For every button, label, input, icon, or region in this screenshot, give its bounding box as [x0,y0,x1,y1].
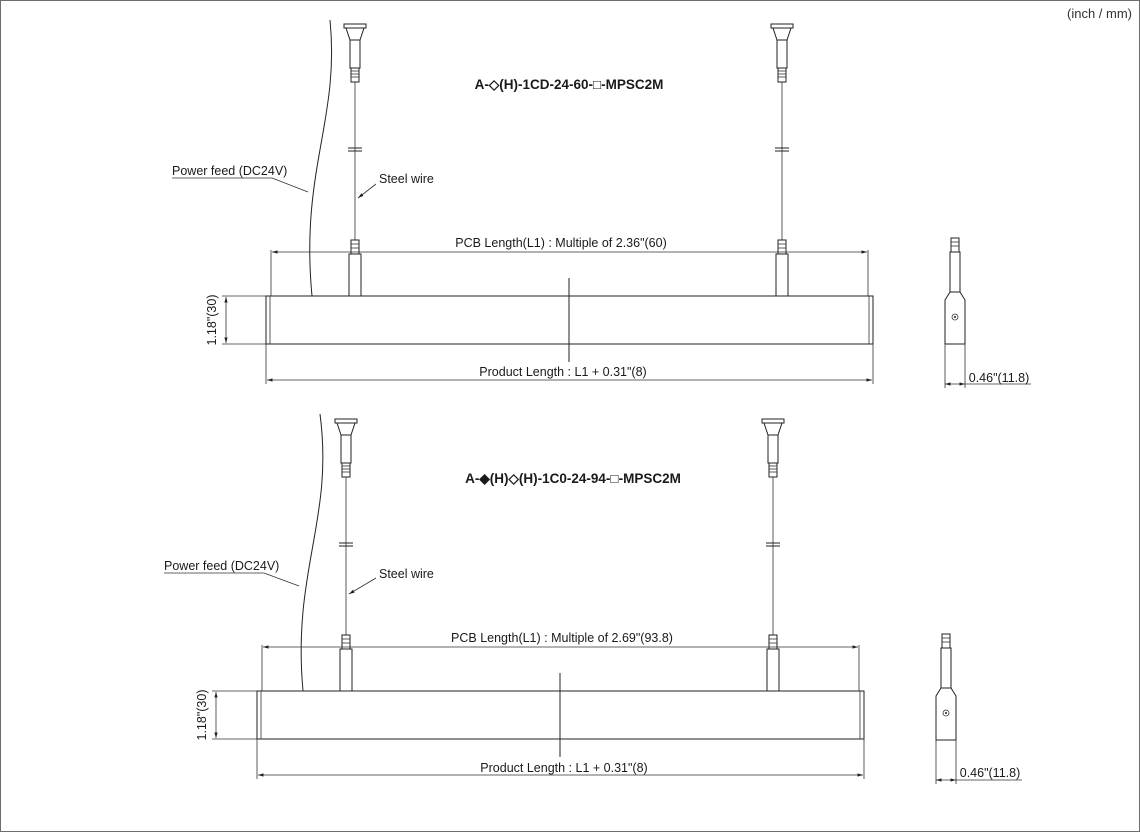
drawing-2: A-◆(H)◇(H)-1C0-24-94-□-MPSC2M Power feed… [164,413,1022,784]
model-code-2: A-◆(H)◇(H)-1C0-24-94-□-MPSC2M [465,471,681,486]
width-label-2: 0.46"(11.8) [960,766,1021,780]
side-view [935,633,1022,784]
power-feed-cable [309,19,333,297]
pcb-length-label-1: PCB Length(L1) : Multiple of 2.36"(60) [455,236,667,250]
suspension-kit-left [334,418,358,692]
product-length-label-1: Product Length : L1 + 0.31"(8) [479,365,646,379]
drawing-1: A-◇(H)-1CD-24-60-□-MPSC2M Power feed (DC… [172,19,1031,388]
suspension-kit-right [761,418,785,692]
suspension-kit-left [343,23,367,297]
power-feed-cable [300,413,324,692]
height-label-2: 1.18"(30) [195,690,209,741]
width-label-1: 0.46"(11.8) [969,371,1030,385]
power-feed-label-1: Power feed (DC24V) [172,164,287,178]
height-label-1: 1.18"(30) [205,295,219,346]
pcb-length-label-2: PCB Length(L1) : Multiple of 2.69"(93.8) [451,631,673,645]
model-code-1: A-◇(H)-1CD-24-60-□-MPSC2M [475,77,664,92]
units-label: (inch / mm) [1067,6,1132,21]
side-view [944,237,1031,388]
steel-wire-label-2: Steel wire [379,567,434,581]
steel-wire-label-1: Steel wire [379,172,434,186]
power-feed-label-2: Power feed (DC24V) [164,559,279,573]
product-length-label-2: Product Length : L1 + 0.31"(8) [480,761,647,775]
suspension-kit-right [770,23,794,297]
